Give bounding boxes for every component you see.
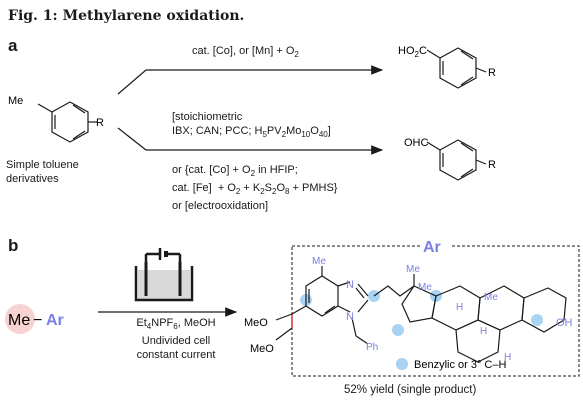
electrolysis-cell-icon [134, 248, 194, 302]
steroid-me-2: Me [484, 292, 498, 303]
side-chain [373, 274, 415, 297]
h-3: H [504, 352, 511, 363]
legend-dot [396, 358, 408, 370]
aldehyde-r: R [488, 159, 496, 171]
r-substituent-bonds [88, 67, 487, 165]
chain-me: Me [406, 264, 420, 275]
substrate-caption: Simple toluene derivatives [6, 159, 79, 185]
steroid-skeleton [401, 285, 567, 363]
substrate-ring [51, 101, 89, 143]
ph-text: Ph [366, 342, 378, 353]
reaction-arrows [117, 65, 384, 155]
panel-b-label: b [8, 236, 19, 255]
steroid-me-1: Me [418, 282, 432, 293]
figure-title: Fig. 1: Methylarene oxidation. [8, 8, 245, 24]
acid-r: R [488, 67, 496, 79]
benzimidazole-core [291, 266, 369, 345]
dash-text: − [33, 312, 42, 329]
me-text: Me [8, 312, 30, 329]
acetal-bonds [275, 313, 293, 341]
ar-dashed-box [291, 245, 580, 377]
stoichiometric-conditions: [stoichiometric IBX; CAN; PCC; H5PV2Mo10… [172, 111, 331, 140]
box-ar-label: Ar [423, 239, 441, 256]
arrow-upper [117, 65, 384, 95]
substrate-methyl: Me [8, 95, 23, 107]
top-reagents: cat. [Co], or [Mn] + O2 [192, 45, 299, 60]
n-bottom: N [346, 311, 354, 323]
catalytic-conditions: or {cat. [Co] + O2 in HFIP; cat. [Fe] + … [172, 164, 338, 213]
panel-a-label: a [8, 36, 18, 55]
electrolysis-reagents: Et4NPF6, MeOH Undivided cell constant cu… [136, 317, 216, 362]
arrow-lower [117, 127, 384, 155]
ar-text: Ar [46, 312, 64, 329]
aldehyde-product-ring [439, 139, 477, 181]
acid-label: HO2C [398, 45, 427, 59]
acid-product-ring [439, 47, 477, 89]
n-top: N [346, 279, 354, 291]
panel-a-structures [37, 47, 477, 181]
h-2: H [480, 326, 487, 337]
meo-top: MeO [244, 317, 268, 329]
meo-bottom: MeO [250, 343, 274, 355]
yield-text: 52% yield (single product) [344, 384, 477, 396]
me-highlight-circle [5, 304, 35, 334]
aldehyde-label: OHC [404, 137, 429, 149]
legend-text: Benzylic or 3° C–H [414, 359, 506, 371]
substrate-r: R [96, 117, 104, 129]
h-1: H [456, 302, 463, 313]
aryl-me: Me [312, 256, 326, 267]
oh-text: OH [556, 317, 573, 329]
